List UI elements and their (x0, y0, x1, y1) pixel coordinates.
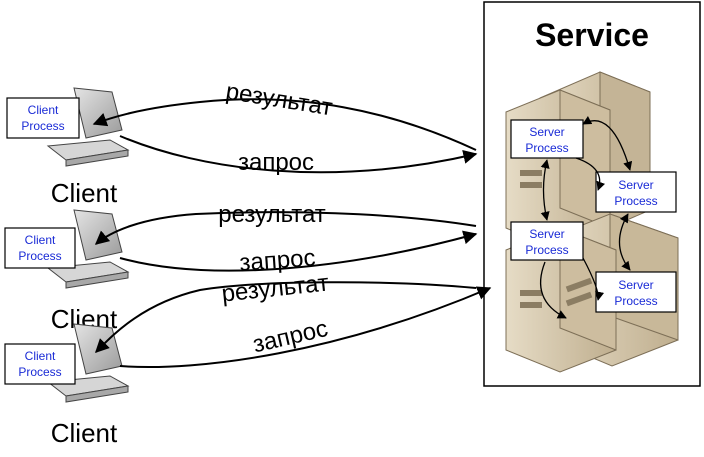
client-1: Client Process Client (6, 87, 130, 208)
request-label: запрос (239, 244, 317, 276)
svg-text:Process: Process (614, 294, 657, 308)
svg-text:Server: Server (618, 278, 653, 292)
svg-text:Process: Process (18, 365, 61, 379)
result-arrow (92, 98, 477, 151)
server-process-box: Server Process (510, 221, 584, 261)
svg-text:Client: Client (25, 349, 56, 363)
client-process-box (6, 97, 80, 139)
result-arrow (95, 281, 477, 353)
result-label: результат (220, 269, 330, 307)
svg-text:Server: Server (529, 227, 564, 241)
request-arrow (119, 286, 492, 369)
client-label: Client (51, 418, 118, 448)
client-label: Client (51, 178, 118, 208)
client-process-box (4, 343, 76, 385)
client-process-box (4, 227, 76, 269)
svg-text:Client: Client (28, 103, 59, 117)
request-label: запрос (238, 149, 314, 176)
svg-text:Process: Process (21, 119, 64, 133)
result-arrow (94, 211, 477, 245)
client-2: Client Process Client (4, 209, 130, 334)
computer-icon (46, 87, 130, 167)
svg-text:Client: Client (25, 233, 56, 247)
svg-text:Process: Process (18, 249, 61, 263)
server-interconnect-arrows (540, 116, 633, 319)
svg-text:Process: Process (525, 243, 568, 257)
request-arrow (119, 135, 478, 174)
svg-text:Process: Process (614, 194, 657, 208)
server-process-box: Server Process (510, 119, 584, 159)
server-process-box: Server Process (595, 171, 677, 213)
server-process-box: Server Process (595, 271, 677, 313)
svg-text:Server: Server (618, 178, 653, 192)
client-3: Client Process Client (4, 323, 130, 448)
result-label: результат (218, 201, 326, 228)
result-label: результат (224, 78, 334, 121)
svg-text:Process: Process (525, 141, 568, 155)
service-title: Service (535, 17, 649, 53)
request-arrow (119, 230, 478, 272)
svg-text:Server: Server (529, 125, 564, 139)
